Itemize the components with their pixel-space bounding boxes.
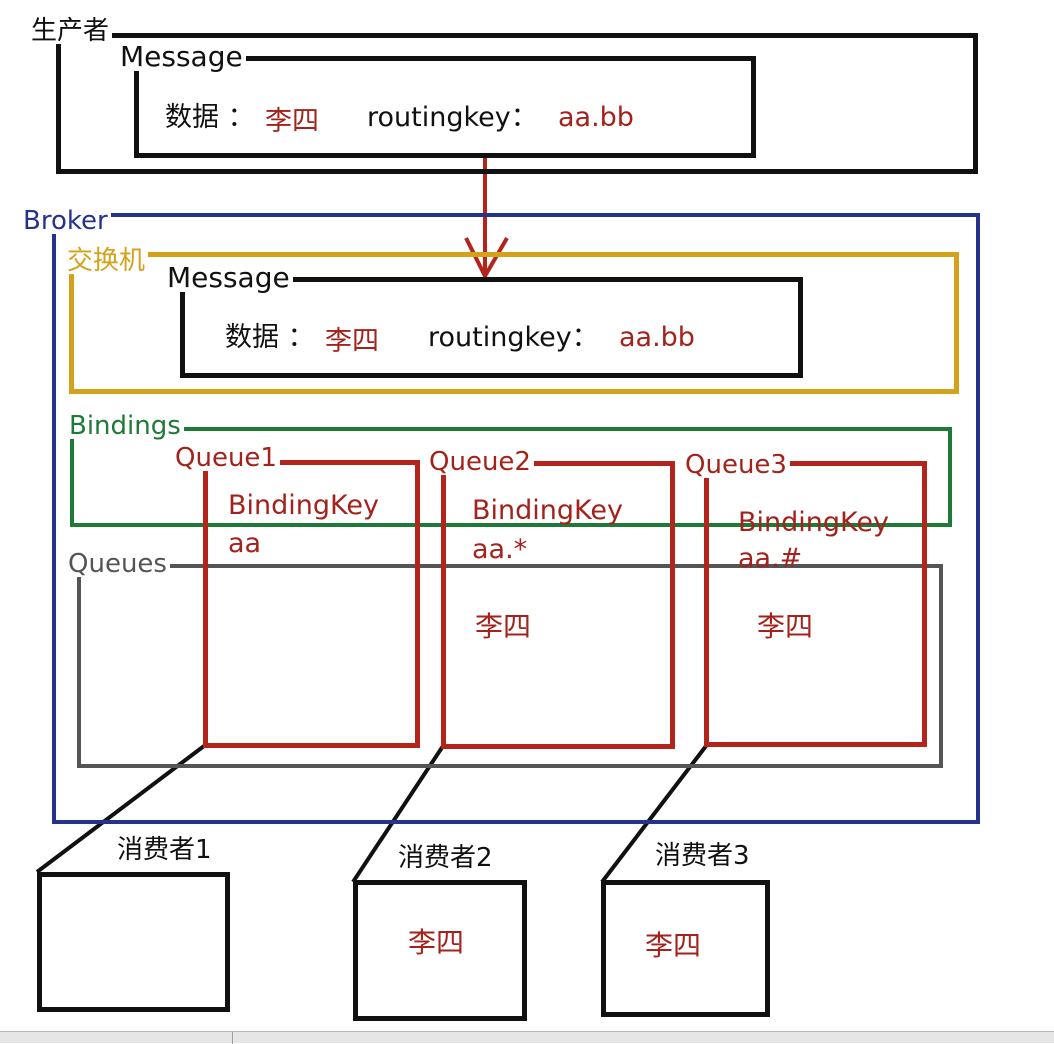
broker-label: Broker bbox=[20, 208, 111, 234]
broker-box bbox=[52, 213, 980, 824]
queue3-bindingkey-value: aa.# bbox=[738, 543, 803, 574]
producer-label: 生产者 bbox=[28, 18, 113, 44]
queue2-box bbox=[441, 461, 675, 749]
exchange-routing-key: routingkey： bbox=[428, 322, 599, 353]
exchange-data-key: 数据 ： bbox=[225, 322, 315, 353]
queue3-label: Queue3 bbox=[682, 452, 790, 478]
consumer2-link bbox=[351, 744, 445, 884]
consumer2-message: 李四 bbox=[408, 926, 465, 959]
queue1-box bbox=[203, 460, 420, 748]
arrow-head bbox=[464, 236, 509, 281]
consumer3-link bbox=[600, 744, 708, 884]
exchange-routing-value: aa.bb bbox=[619, 322, 695, 353]
queue3-bindingkey-label: BindingKey bbox=[738, 507, 889, 538]
queue2-message: 李四 bbox=[475, 610, 532, 643]
queue3-message: 李四 bbox=[757, 610, 814, 643]
consumer2-label: 消费者2 bbox=[398, 843, 493, 873]
queue2-bindingkey-label: BindingKey bbox=[472, 495, 623, 526]
producer-routing-key: routingkey： bbox=[367, 102, 538, 133]
exchange-data-value: 李四 bbox=[325, 326, 379, 357]
producer-message-label: Message bbox=[117, 43, 246, 71]
bindings-label: Bindings bbox=[66, 413, 184, 439]
queue3-box bbox=[704, 461, 927, 747]
exchange-box bbox=[69, 252, 959, 394]
consumer2-box bbox=[353, 880, 527, 1021]
producer-message-box bbox=[134, 56, 756, 158]
bindings-box bbox=[70, 427, 952, 527]
queues-label: Queues bbox=[65, 551, 170, 577]
window-status-strip bbox=[0, 1031, 1054, 1044]
queues-box bbox=[77, 564, 943, 768]
producer-data-key: 数据 ： bbox=[165, 102, 255, 133]
queue1-bindingkey-value: aa bbox=[228, 528, 262, 559]
consumer3-box bbox=[601, 880, 770, 1017]
consumer1-box bbox=[37, 872, 230, 1012]
exchange-message-label: Message bbox=[164, 264, 293, 292]
consumer3-message: 李四 bbox=[645, 929, 702, 962]
producer-box bbox=[56, 33, 978, 174]
queue1-label: Queue1 bbox=[172, 445, 280, 471]
queue1-bindingkey-label: BindingKey bbox=[228, 490, 379, 521]
producer-data-value: 李四 bbox=[265, 106, 319, 137]
consumer1-label: 消费者1 bbox=[117, 835, 212, 865]
exchange-message-box bbox=[180, 277, 803, 378]
queue2-label: Queue2 bbox=[426, 449, 534, 475]
producer-routing-value: aa.bb bbox=[558, 102, 634, 133]
queue2-bindingkey-value: aa.* bbox=[472, 534, 528, 565]
consumer3-label: 消费者3 bbox=[655, 841, 750, 871]
exchange-label: 交换机 bbox=[64, 248, 149, 274]
